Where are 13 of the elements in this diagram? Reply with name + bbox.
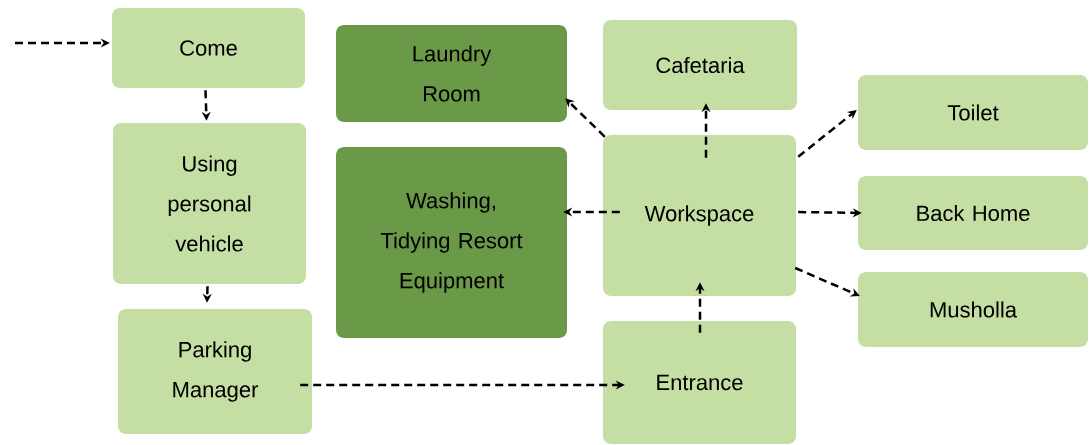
process-box: Back Home [858, 176, 1088, 250]
process-box: Come [112, 8, 305, 88]
process-box: Laundry Room [336, 25, 567, 122]
process-box: Musholla [858, 272, 1088, 347]
process-box: Workspace [603, 135, 796, 296]
process-box: Using personal vehicle [113, 123, 306, 284]
process-box: Washing, Tidying Resort Equipment [336, 147, 567, 338]
process-box: Entrance [603, 321, 796, 444]
process-box: Parking Manager [118, 309, 312, 434]
arrow [565, 98, 606, 138]
arrow [797, 110, 857, 158]
process-box: Cafetaria [603, 20, 797, 110]
process-box: Toilet [858, 75, 1088, 150]
